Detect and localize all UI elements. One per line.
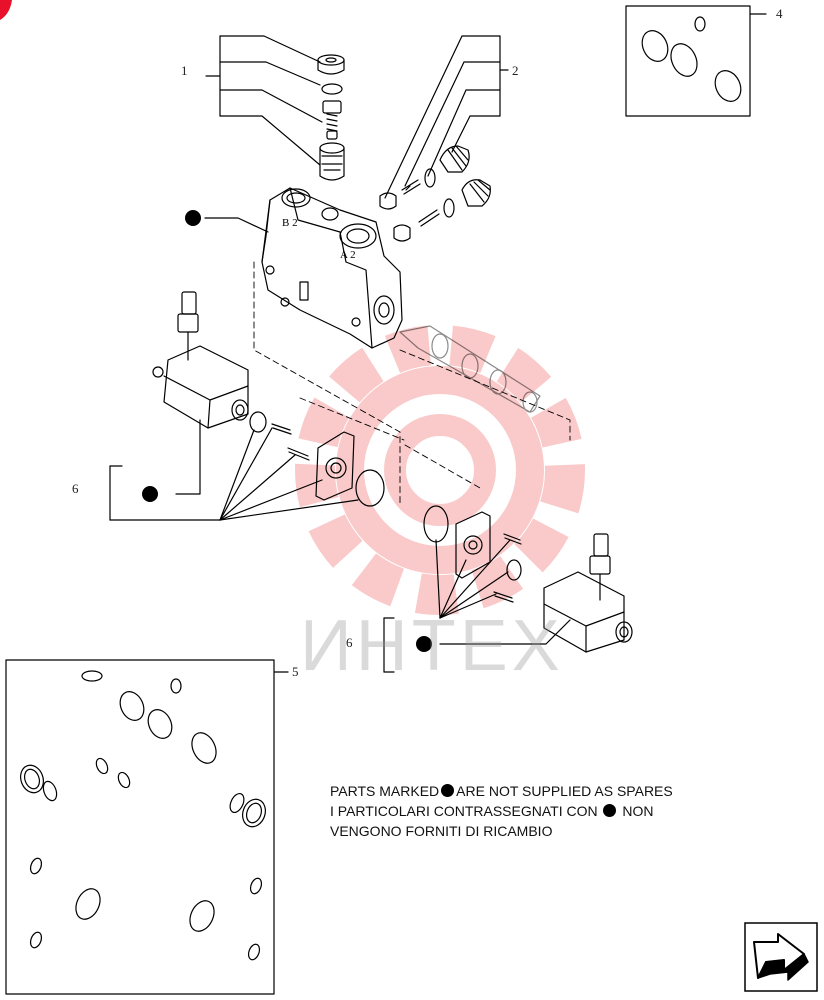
callout-5: 5 [292,664,299,679]
solenoid-right-part [543,533,633,653]
note-line-3: VENGONO FORNITI DI RICAMBIO [330,823,553,839]
black-dot-marker-icon [441,784,455,797]
flange-plate-left-part [315,431,355,501]
next-page-button[interactable] [744,922,818,992]
callout-4: 4 [776,6,783,21]
port-label-b2: B 2 [282,217,298,229]
corner-tab [0,0,12,20]
note-line-2-end: NON [622,803,654,819]
callout-6-left: 6 [72,481,79,496]
spool-part [399,325,541,413]
port-label-a2: A 2 [340,249,356,261]
spares-note: PARTS MARKED ARE NOT SUPPLIED AS SPARES I… [330,781,673,841]
callout-1: 1 [181,63,188,78]
callout-6-left-leaders [109,419,359,521]
note-line-2: I PARTICOLARI CONTRASSEGNATI CON NON [330,801,673,821]
body-marker-leader [204,217,269,233]
o-ring-part [321,83,343,95]
black-dot-marker-icon [142,486,158,502]
seal-kit-box-4 [625,5,767,117]
o-ring-part [424,168,436,188]
seal-kit-box-5 [5,659,289,995]
screw-part [493,533,522,603]
callout-1-leaders [205,35,323,166]
solenoid-left-part [152,291,249,429]
next-page-arrow-icon [744,922,818,992]
o-ring-part [355,469,385,507]
watermark-gear-icon [295,325,585,615]
callout-6-right: 6 [346,635,353,650]
note-line-1-start: PARTS MARKED [330,783,440,799]
plug-part [317,54,345,75]
small-plug-part [379,192,411,242]
callout-2: 2 [512,63,519,78]
valve-body-part [261,187,403,349]
assembly-guide-lines [253,261,571,506]
o-ring-part [249,411,267,433]
spring-part [322,100,342,140]
poppet-part [319,142,345,181]
note-line-2-start: I PARTICOLARI CONTRASSEGNATI CON [330,803,598,819]
callout-2-leaders [384,35,509,199]
watermark-text: ИНТЕХ [300,606,564,686]
black-dot-marker-icon [185,210,201,226]
o-ring-part [443,198,455,218]
screw-part [271,423,310,461]
black-dot-marker-icon [603,804,617,817]
small-spring-part [401,179,440,227]
black-dot-marker-icon [416,636,432,652]
note-line-1: PARTS MARKED ARE NOT SUPPLIED AS SPARES [330,781,673,801]
callout-6-right-leaders [383,539,571,673]
relief-cartridge-part [439,145,491,207]
note-line-1-end: ARE NOT SUPPLIED AS SPARES [456,783,673,799]
o-ring-part [506,559,522,581]
